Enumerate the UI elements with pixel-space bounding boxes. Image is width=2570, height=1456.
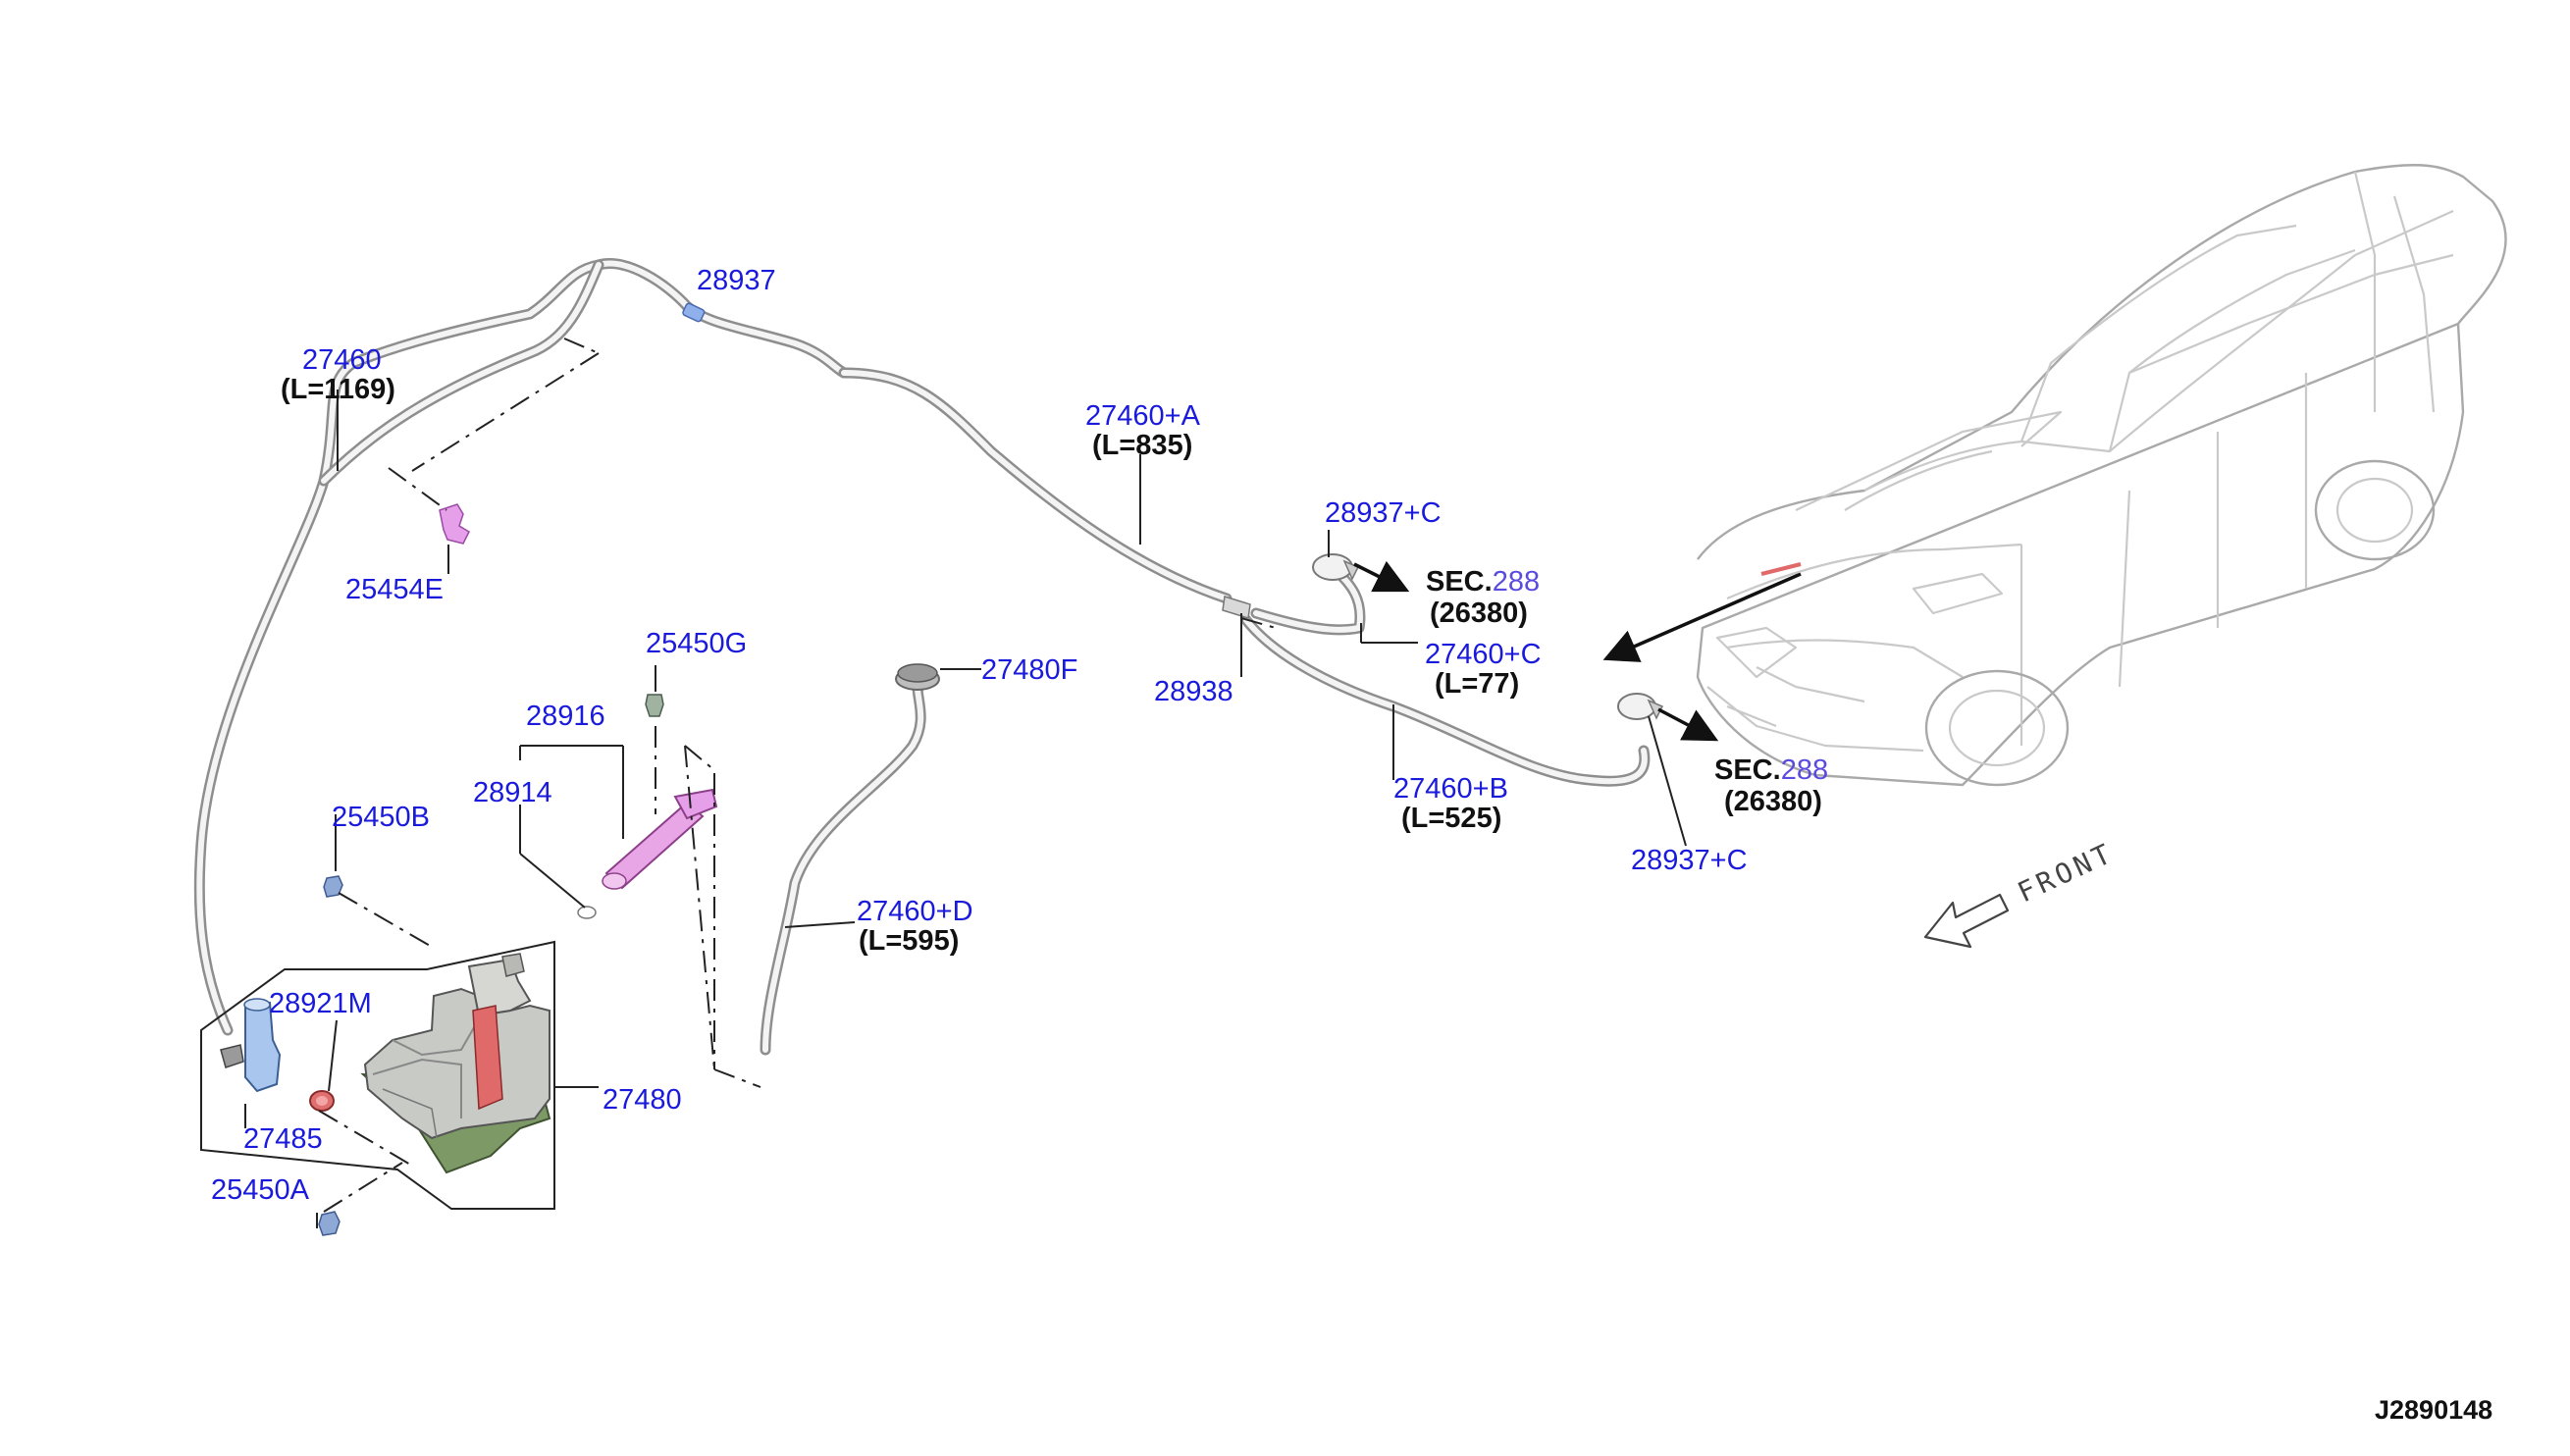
label-28938: 28938 (1154, 676, 1233, 707)
leader-lines (200, 390, 1687, 1228)
label-27460: 27460 (302, 344, 382, 376)
sec-ref-bottom-code: (26380) (1724, 786, 1822, 817)
sec-top-number: 288 (1493, 566, 1540, 598)
nozzle-28937C-top (1312, 553, 1360, 581)
sec-ref-top: SEC.288 (1426, 566, 1540, 598)
joint-28938 (1222, 596, 1251, 619)
clip-25450A (318, 1211, 341, 1236)
label-28937C-bottom: 28937+C (1631, 845, 1748, 876)
assembly-lines (318, 338, 1277, 1213)
part-labels: 27460 (L=1169) 28937 27460+A (L=835) 254… (211, 265, 2492, 1425)
label-25454E: 25454E (345, 574, 444, 605)
sec-ref-top-code: (26380) (1430, 598, 1528, 629)
label-27480: 27480 (603, 1084, 682, 1116)
sec-bottom-number: 288 (1781, 754, 1828, 786)
front-direction-arrow-icon: FRONT (1923, 836, 2119, 949)
label-28914: 28914 (473, 777, 552, 808)
front-label: FRONT (2013, 836, 2119, 909)
sec-top-prefix: SEC. (1426, 566, 1493, 598)
label-25450B: 25450B (332, 802, 430, 833)
label-27460D: 27460+D (857, 896, 973, 927)
grommet-28921M (309, 1090, 335, 1112)
filler-pipe-28916 (602, 788, 718, 890)
label-27485: 27485 (243, 1123, 323, 1155)
sec-bottom-prefix: SEC. (1714, 754, 1781, 786)
label-25450G: 25450G (646, 628, 747, 659)
seal-28914 (577, 906, 597, 919)
clip-25450B (323, 875, 343, 898)
sec-ref-bottom: SEC.288 (1714, 754, 1828, 786)
label-28921M: 28921M (269, 988, 372, 1019)
sec-arrows (1353, 560, 1802, 742)
label-28937C-top: 28937+C (1325, 497, 1442, 529)
vehicle-outline-icon (1696, 164, 2507, 787)
length-27460D: (L=595) (859, 925, 959, 957)
length-27460C: (L=77) (1435, 668, 1519, 700)
pump-27485 (220, 998, 282, 1093)
length-27460: (L=1169) (281, 374, 395, 405)
reservoir-27480 (360, 953, 551, 1174)
label-28937: 28937 (697, 265, 776, 296)
length-27460B: (L=525) (1401, 803, 1501, 834)
clip-25450G (645, 694, 664, 717)
label-27460A: 27460+A (1085, 400, 1201, 432)
diagram-code: J2890148 (2375, 1395, 2492, 1425)
label-27460C: 27460+C (1425, 639, 1542, 670)
nozzle-28937C-bottom (1617, 693, 1664, 720)
label-28916: 28916 (526, 701, 605, 732)
label-27460B: 27460+B (1393, 773, 1508, 805)
length-27460A: (L=835) (1092, 430, 1192, 461)
label-25450A: 25450A (211, 1174, 310, 1206)
connector-28937 (682, 302, 706, 323)
label-27480F: 27480F (981, 654, 1077, 686)
clip-25454E (439, 503, 470, 545)
filler-cap-27480F (895, 663, 940, 691)
